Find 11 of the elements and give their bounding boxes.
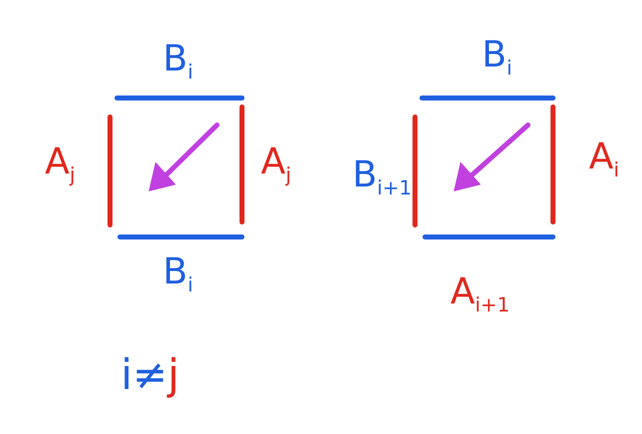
side-label: B$_{i}$ bbox=[162, 254, 194, 296]
side-label: A$_{j}$ bbox=[260, 144, 292, 186]
square-frame bbox=[105, 95, 247, 240]
side-label: A$_{i}$ bbox=[588, 140, 620, 180]
side-label: B$_{i+1}$ bbox=[352, 158, 412, 198]
side-label: B$_{i}$ bbox=[482, 38, 512, 78]
condition-text: i≠j bbox=[120, 354, 180, 396]
square-frame bbox=[410, 95, 558, 240]
side-label: A$_{j}$ bbox=[44, 144, 76, 186]
side-label: B$_{i}$ bbox=[162, 42, 194, 82]
side-label: A$_{i+1}$ bbox=[450, 274, 510, 316]
